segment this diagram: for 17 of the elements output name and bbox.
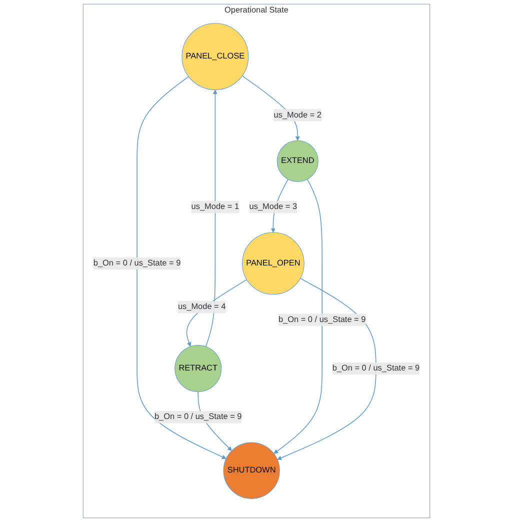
edge-label: us_Mode = 4 [178,302,226,312]
edge-label: us_Mode = 1 [191,202,240,212]
arrow [205,90,218,347]
edge-label: b_On = 0 / us_State = 9 [154,412,242,422]
node-circle: PANEL_OPEN [242,232,304,295]
edge-label: b_On = 0 / us_State = 9 [93,258,181,268]
edge-label: us_Mode = 2 [274,110,322,120]
edge-label: b_On = 0 / us_State = 9 [332,364,420,373]
node-circle: EXTEND [276,140,318,182]
node-circle: SHUTDOWN [223,442,280,499]
arrow [277,278,376,460]
node-circle: PANEL_CLOSE [182,23,249,90]
node-circle: RETRACT [174,344,222,392]
arrow [136,76,226,460]
arrow [274,178,322,454]
edge-label: b_On = 0 / us_State = 9 [278,315,366,324]
edge-label: us_Mode = 3 [249,202,298,212]
